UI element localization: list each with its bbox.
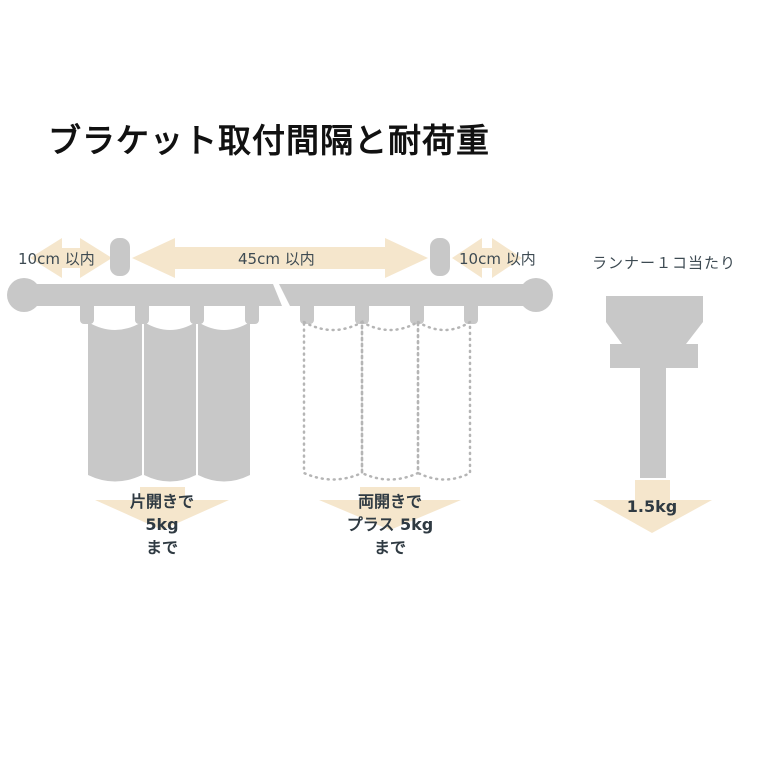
- double-open-line2: プラス 5kg: [347, 515, 433, 534]
- curtain-single-open: [80, 300, 259, 482]
- bracket-right: [430, 238, 450, 276]
- curtain-double-open: [300, 300, 478, 481]
- single-open-line3: まで: [146, 538, 178, 557]
- single-open-line1: 片開きで: [130, 492, 194, 511]
- spacing-arrow-right: [452, 238, 522, 278]
- double-open-line3: まで: [374, 538, 406, 557]
- runner-icon: [606, 296, 703, 478]
- page-title: ブラケット取付間隔と耐荷重: [48, 121, 490, 160]
- double-open-line1: 両開きで: [358, 492, 422, 511]
- spacing-label-right: 10cm 以内: [459, 250, 536, 268]
- single-open-line2: 5kg: [145, 515, 178, 534]
- load-arrow-single: [95, 487, 229, 530]
- spacing-label-middle: 45cm 以内: [238, 250, 315, 268]
- spacing-arrow-middle: [132, 238, 428, 278]
- bracket-left: [110, 238, 130, 276]
- spacing-label-left: 10cm 以内: [18, 250, 95, 268]
- runner-load-label: 1.5kg: [627, 497, 677, 516]
- load-arrow-runner: [593, 480, 712, 533]
- load-arrow-double: [319, 487, 461, 530]
- spacing-arrow-left: [30, 238, 112, 278]
- runner-label: ランナー１コ当たり: [592, 254, 736, 272]
